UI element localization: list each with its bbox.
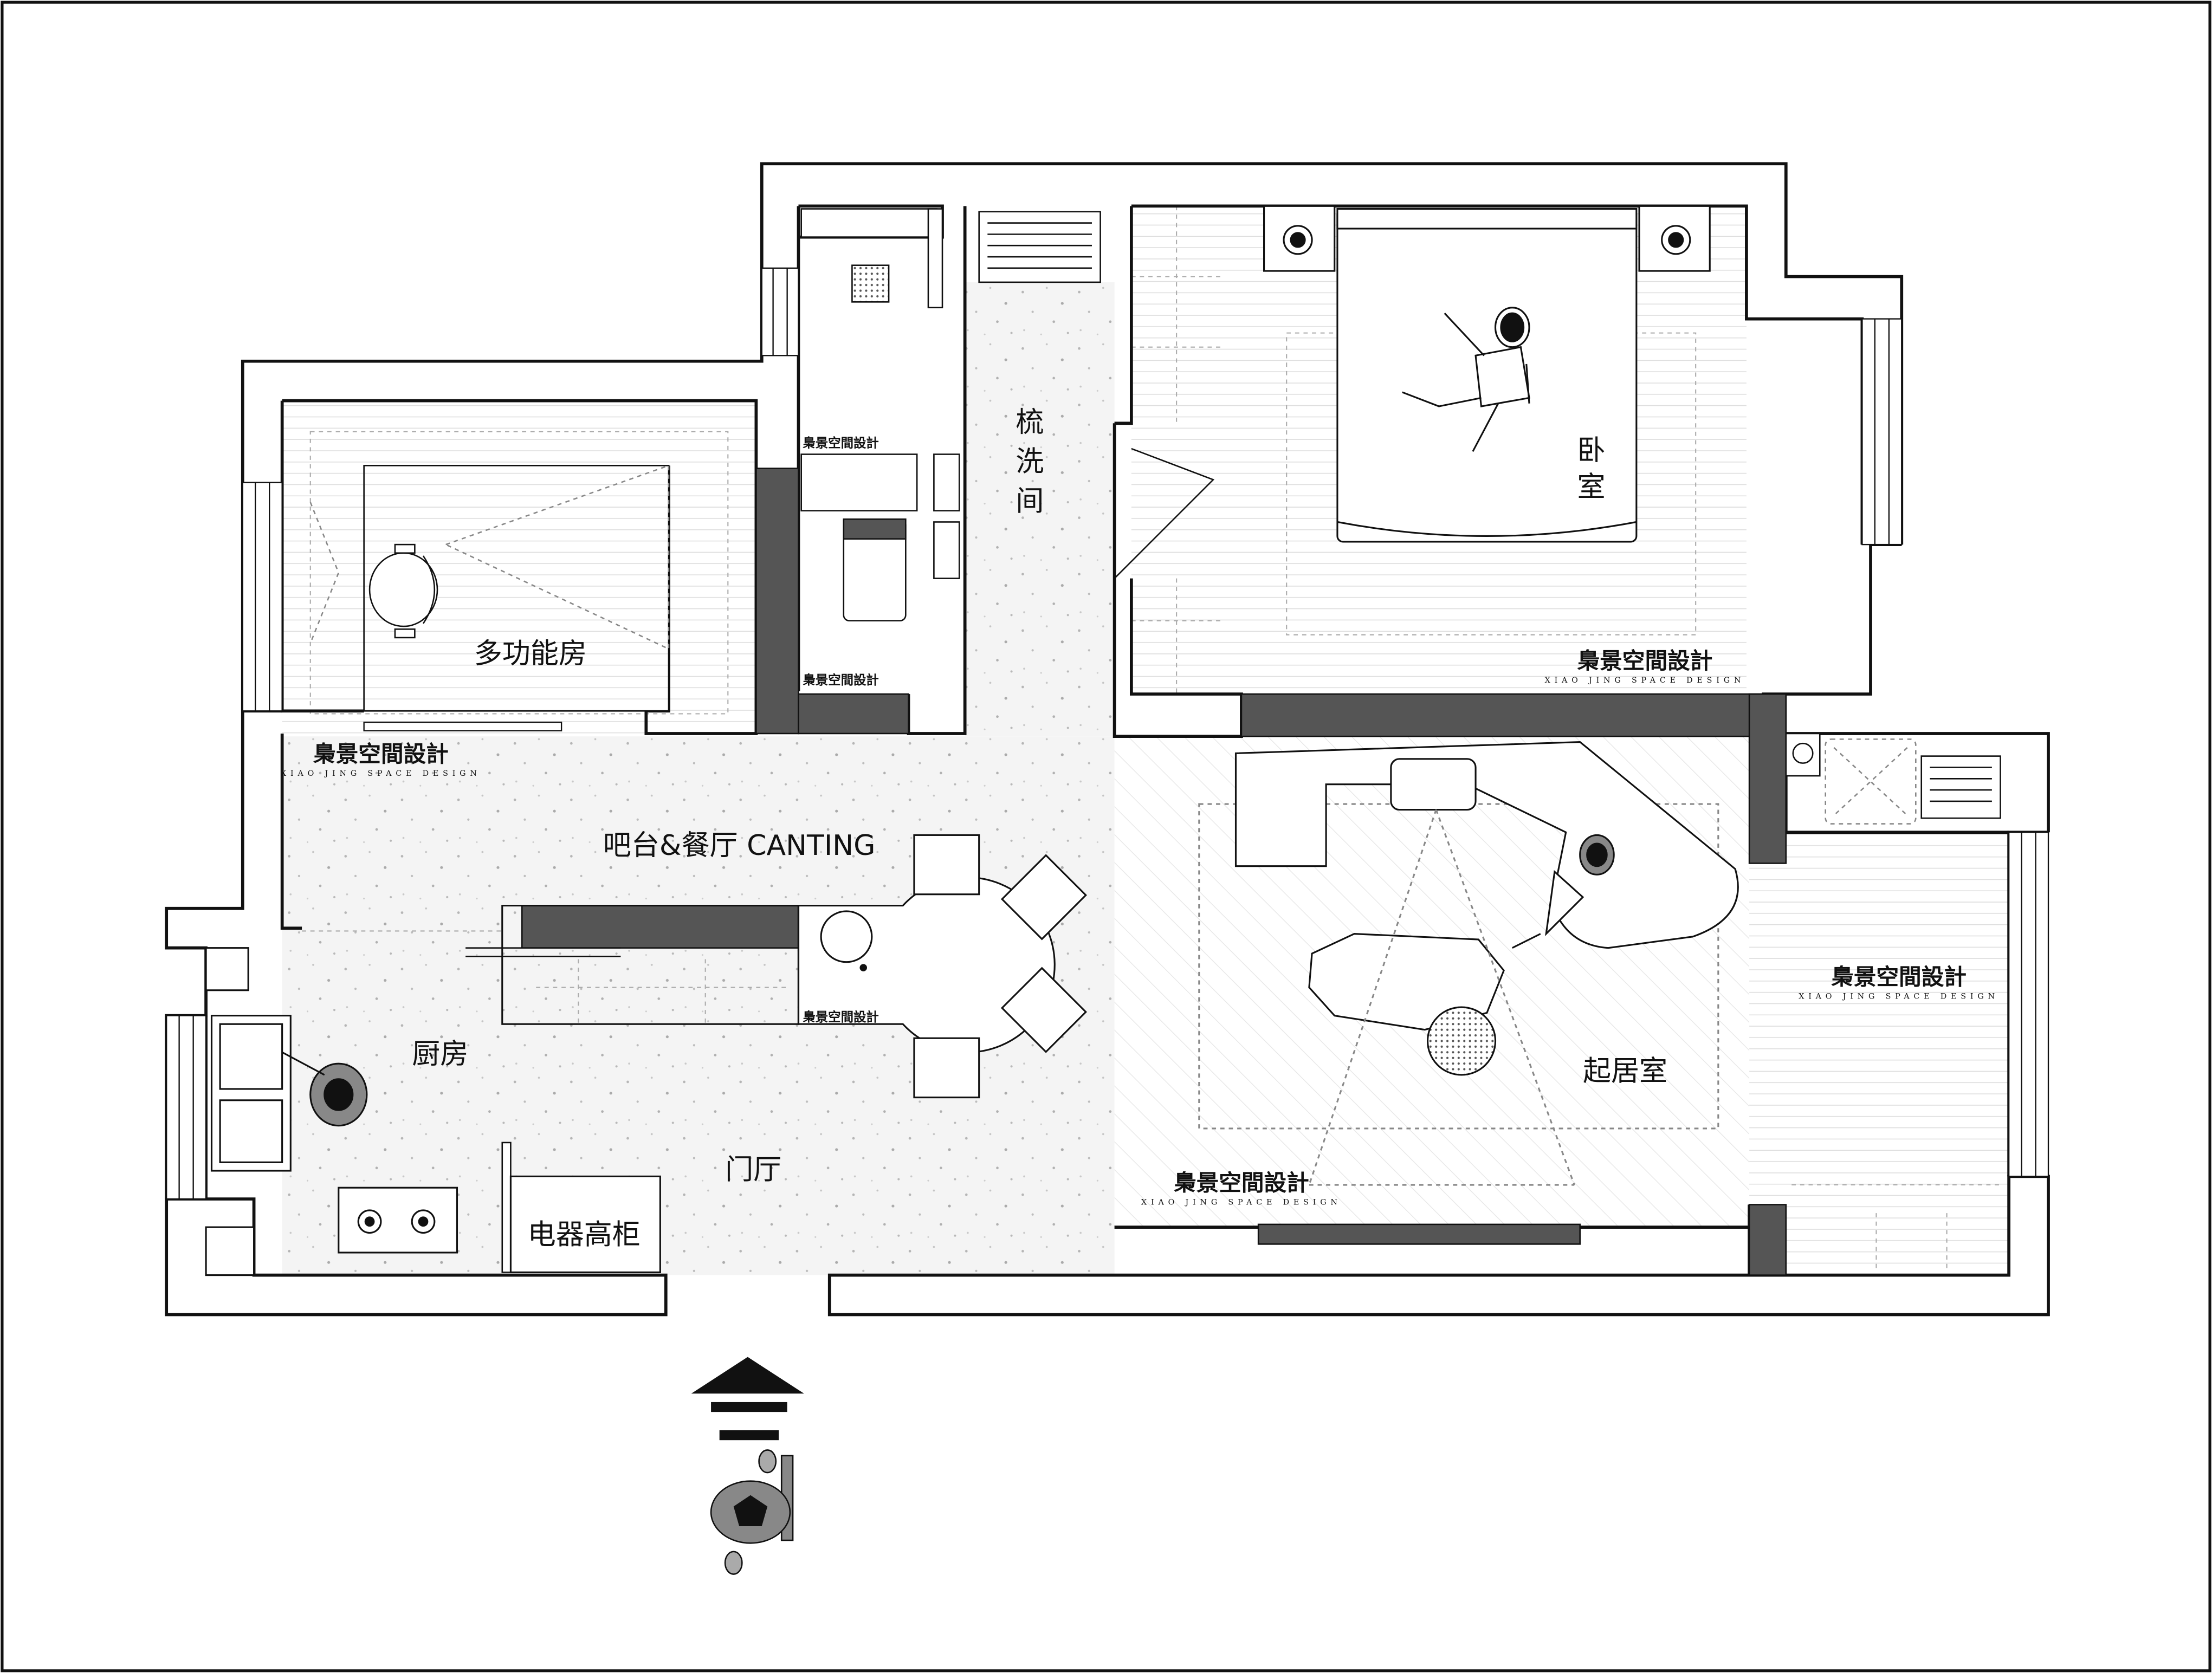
balcony-fixtures (1785, 732, 2001, 825)
label-bedroom-2: 室 (1577, 471, 1606, 504)
label-dining: 吧台&餐厅 CANTING (603, 829, 876, 862)
columns (521, 468, 1787, 1276)
brand-cn-5: 梟景空間設計 (313, 741, 449, 767)
bedroom-furniture (1263, 205, 1711, 543)
brand-cn-6: 梟景空間設計 (1831, 963, 1967, 990)
label-cabinet: 电器高柜 (528, 1218, 641, 1251)
label-living: 起居室 (1583, 1055, 1667, 1087)
sink-icon (820, 910, 873, 963)
brand-cn-4: 梟景空間設計 (1577, 647, 1713, 674)
brand-watermarks: 梟景空間設計 梟景空間設計 梟景空間設計 梟景空間設計 XIAO JING SP… (281, 435, 1999, 1207)
shower-drain-icon (851, 264, 890, 303)
room-labels: 梳 洗 间 卧 室 多功能房 吧台&餐厅 CANTING 厨房 门厅 电器高柜 … (412, 406, 1667, 1251)
brand-en-4: XIAO JING SPACE DESIGN (1545, 676, 1745, 685)
label-foyer: 门厅 (725, 1154, 781, 1186)
label-bathroom-3: 间 (1016, 485, 1044, 518)
nightstand-left (1263, 205, 1336, 272)
multi-room-furniture (309, 464, 670, 712)
person-icon (710, 1449, 794, 1575)
chair-icon (368, 543, 438, 639)
stove-icon (338, 1186, 458, 1254)
entrance-arrow-icon (691, 1357, 804, 1441)
brand-cn-1: 梟景空間設計 (802, 435, 878, 450)
windows (166, 267, 2049, 1200)
dining-furniture (501, 834, 1087, 1099)
person-icon (1512, 834, 1615, 949)
kitchen-fixtures (205, 947, 661, 1276)
floor-fills (282, 206, 2009, 1275)
brand-en-7: XIAO JING SPACE DESIGN (1141, 1198, 1342, 1207)
label-multi: 多功能房 (474, 638, 587, 670)
brand-cn-7: 梟景空間設計 (1173, 1169, 1309, 1196)
person-icon (1402, 307, 1530, 452)
bathroom-fixtures (800, 208, 1101, 621)
brand-en-6: XIAO JING SPACE DESIGN (1799, 992, 1999, 1001)
brand-cn-2: 梟景空間設計 (802, 672, 878, 688)
person-icon (281, 1051, 368, 1127)
label-bathroom-2: 洗 (1016, 446, 1044, 478)
brand-cn-3: 梟景空間設計 (802, 1009, 878, 1024)
label-bathroom-1: 梳 (1016, 406, 1044, 439)
brand-en-5: XIAO JING SPACE DESIGN (281, 769, 481, 778)
label-kitchen: 厨房 (412, 1038, 468, 1071)
label-bedroom-1: 卧 (1577, 435, 1606, 467)
living-furniture (1198, 741, 1739, 1186)
